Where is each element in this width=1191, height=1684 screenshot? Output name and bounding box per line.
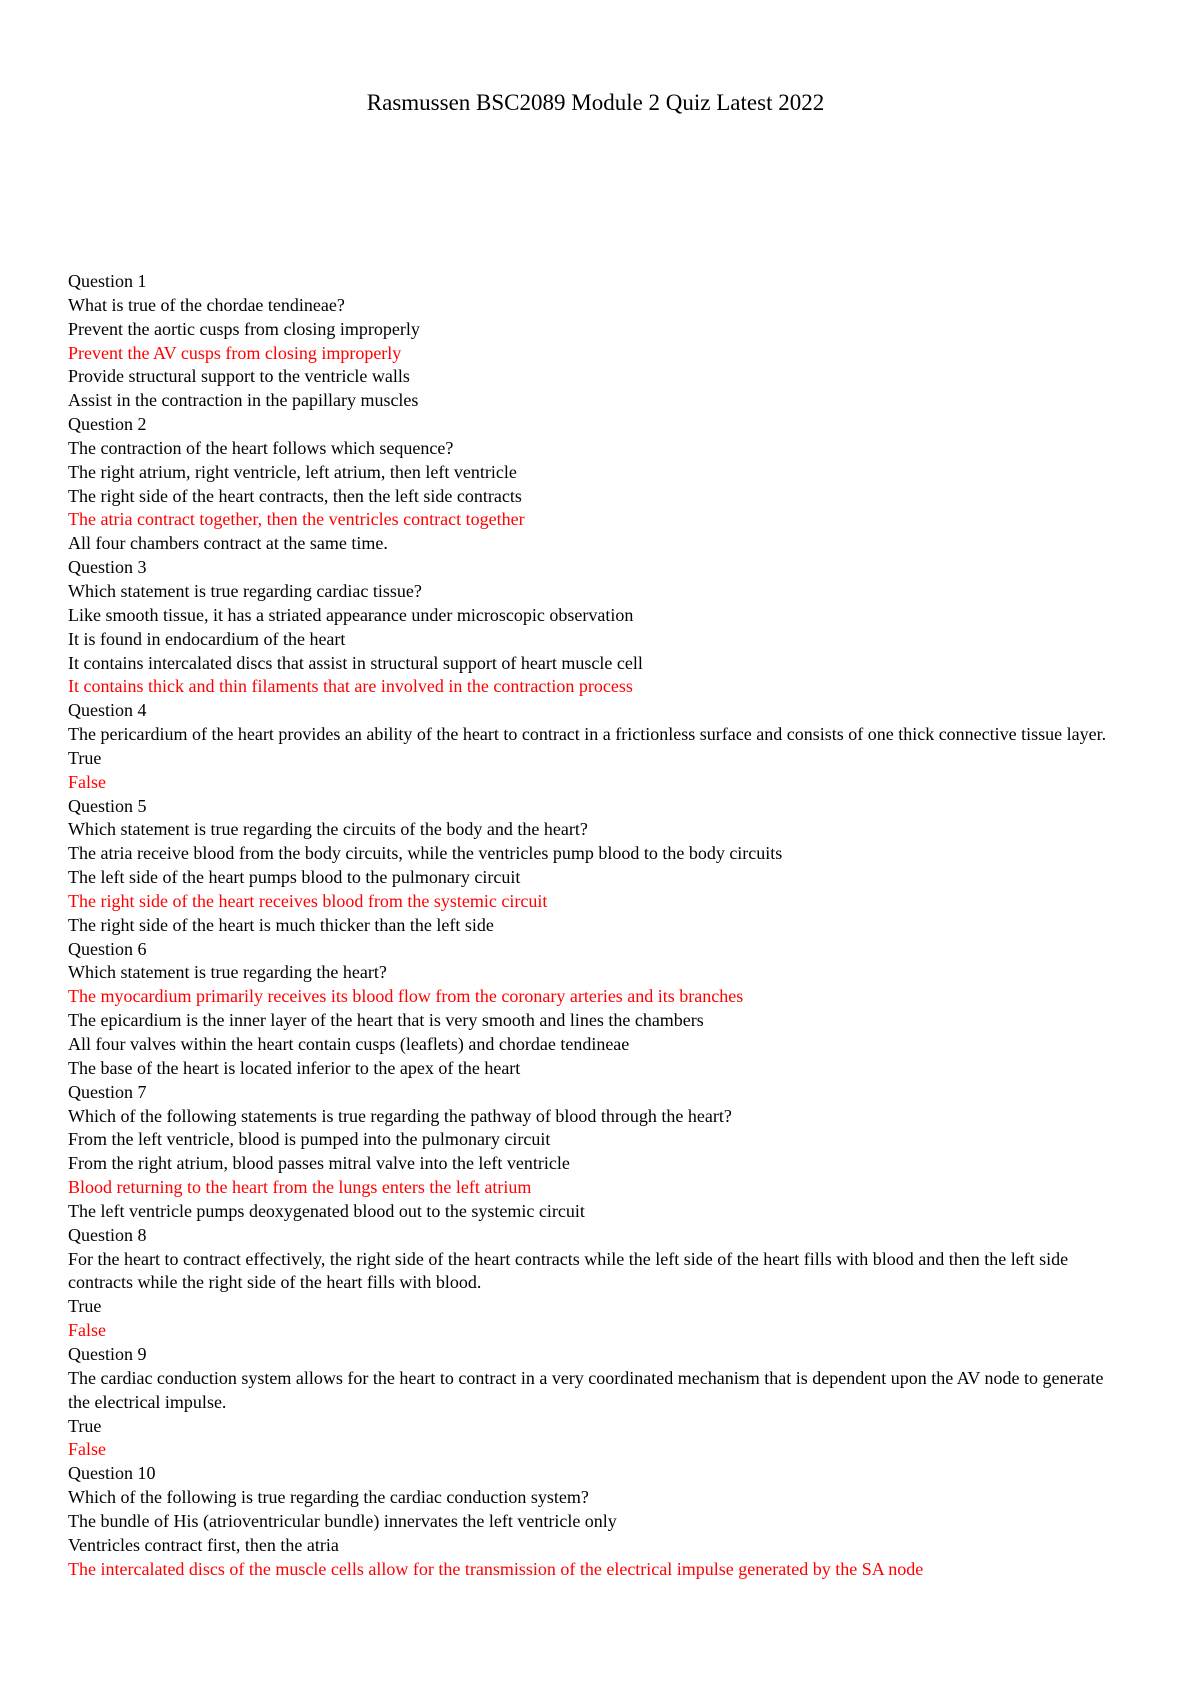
question-label: Question 6 bbox=[68, 938, 147, 959]
answer-option-correct: False bbox=[68, 1320, 106, 1341]
answer-option-correct: The intercalated discs of the muscle cel… bbox=[68, 1558, 924, 1579]
question-block: Question 10 Which of the following is tru… bbox=[68, 1462, 1128, 1581]
answer-option: The right side of the heart is much thic… bbox=[68, 914, 494, 935]
answer-option-correct: The myocardium primarily receives its bl… bbox=[68, 986, 744, 1007]
answer-option: Prevent the aortic cusps from closing im… bbox=[68, 318, 420, 339]
answer-option-correct: False bbox=[68, 771, 106, 792]
answer-option-correct: Blood returning to the heart from the lu… bbox=[68, 1177, 532, 1198]
answer-option-correct: False bbox=[68, 1439, 106, 1460]
question-block: Question 6 Which statement is true regard… bbox=[68, 938, 1128, 1081]
answer-option-correct: The atria contract together, then the ve… bbox=[68, 509, 525, 530]
question-block: Question 5 Which statement is true regard… bbox=[68, 795, 1128, 938]
question-prompt: What is true of the chordae tendineae? bbox=[68, 294, 345, 315]
answer-option: The left side of the heart pumps blood t… bbox=[68, 867, 521, 888]
answer-option: The base of the heart is located inferio… bbox=[68, 1057, 521, 1078]
answer-option: Assist in the contraction in the papilla… bbox=[68, 390, 419, 411]
answer-option: The left ventricle pumps deoxygenated bl… bbox=[68, 1200, 585, 1221]
answer-option: All four valves within the heart contain… bbox=[68, 1034, 630, 1054]
answer-option: From the left ventricle, blood is pumped… bbox=[68, 1129, 551, 1150]
question-label: Question 5 bbox=[68, 795, 147, 816]
question-prompt: For the heart to contract effectively, t… bbox=[68, 1248, 1069, 1293]
question-prompt: The contraction of the heart follows whi… bbox=[68, 437, 454, 458]
question-prompt: Which statement is true regarding the he… bbox=[68, 962, 387, 983]
document-title: Rasmussen BSC2089 Module 2 Quiz Latest 2… bbox=[366, 90, 825, 115]
question-block: Question 4 The pericardium of the heart p… bbox=[68, 699, 1128, 794]
answer-option-correct: The right side of the heart receives blo… bbox=[68, 890, 548, 911]
answer-option: Ventricles contract first, then the atri… bbox=[68, 1534, 339, 1555]
question-label: Question 2 bbox=[68, 414, 147, 435]
question-label: Question 8 bbox=[68, 1224, 147, 1245]
answer-option: The epicardium is the inner layer of the… bbox=[68, 1010, 704, 1031]
answer-option: Like smooth tissue, it has a striated ap… bbox=[68, 604, 634, 625]
answer-option: It is found in endocardium of the heart bbox=[68, 628, 346, 649]
question-block: Question 7 Which of the following stateme… bbox=[68, 1081, 1128, 1224]
question-block: Question 1 What is true of the chordae te… bbox=[68, 270, 1128, 413]
question-label: Question 4 bbox=[68, 700, 147, 721]
question-label: Question 1 bbox=[68, 271, 147, 291]
question-prompt: Which statement is true regarding cardia… bbox=[68, 580, 422, 601]
question-label: Question 3 bbox=[68, 557, 147, 578]
question-label: Question 7 bbox=[68, 1081, 147, 1102]
question-prompt: Which statement is true regarding the ci… bbox=[68, 819, 588, 840]
question-prompt: The pericardium of the heart provides an… bbox=[68, 724, 1107, 745]
answer-option: All four chambers contract at the same t… bbox=[68, 533, 388, 554]
answer-option: The atria receive blood from the body ci… bbox=[68, 843, 783, 864]
answer-option: True bbox=[68, 747, 102, 768]
question-prompt: Which of the following statements is tru… bbox=[68, 1105, 732, 1126]
question-label: Question 10 bbox=[68, 1463, 156, 1484]
quiz-content: Question 1 What is true of the chordae te… bbox=[68, 270, 1128, 1581]
question-prompt: Which of the following is true regarding… bbox=[68, 1487, 589, 1508]
question-prompt: The cardiac conduction system allows for… bbox=[68, 1367, 1104, 1412]
question-label: Question 9 bbox=[68, 1343, 147, 1364]
answer-option: The bundle of His (atrioventricular bund… bbox=[68, 1510, 617, 1531]
answer-option: From the right atrium, blood passes mitr… bbox=[68, 1153, 570, 1174]
answer-option: The right atrium, right ventricle, left … bbox=[68, 461, 517, 482]
answer-option-correct: It contains thick and thin filaments tha… bbox=[68, 676, 633, 697]
question-block: Question 9 The cardiac conduction system … bbox=[68, 1343, 1128, 1462]
answer-option: Provide structural support to the ventri… bbox=[68, 366, 410, 387]
answer-option: It contains intercalated discs that assi… bbox=[68, 652, 643, 673]
answer-option: The right side of the heart contracts, t… bbox=[68, 485, 522, 506]
answer-option: True bbox=[68, 1415, 102, 1436]
answer-option: True bbox=[68, 1296, 102, 1317]
question-block: Question 8 For the heart to contract effe… bbox=[68, 1224, 1128, 1343]
answer-option-correct: Prevent the AV cusps from closing improp… bbox=[68, 342, 402, 363]
